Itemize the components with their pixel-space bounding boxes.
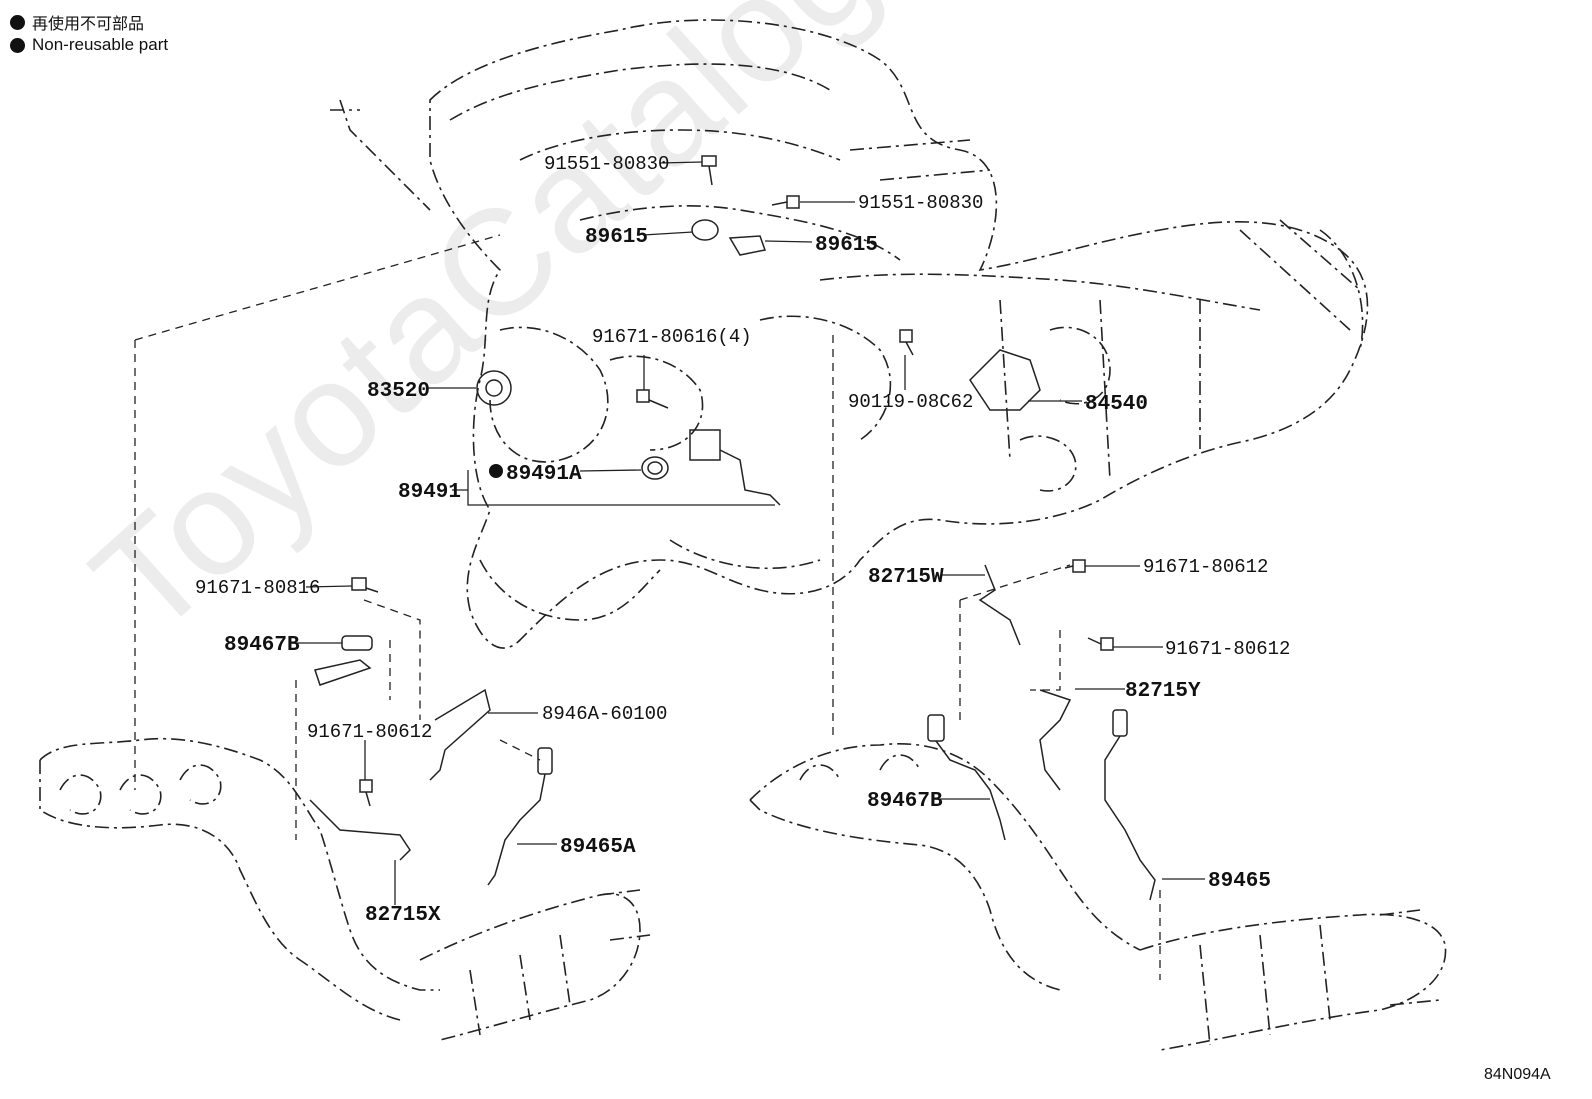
left-catalytic-converter [419, 889, 651, 1041]
label-90119-08c62: 90119-08C62 [848, 391, 973, 413]
label-91671-80612-upper: 91671-80612 [1143, 556, 1268, 578]
legend-english: Non-reusable part [10, 35, 168, 55]
right-catalytic-converter [1139, 909, 1447, 1051]
right-exhaust-manifold [749, 742, 1141, 991]
label-89467b-right: 89467B [867, 790, 943, 813]
label-89491a: 89491A [506, 463, 582, 486]
label-89465a: 89465A [560, 836, 636, 859]
reference-lines [134, 234, 1161, 980]
label-8946a-60100: 8946A-60100 [542, 703, 667, 725]
label-91671-80616: 91671-80616(4) [592, 326, 752, 348]
leader-lines [292, 161, 1205, 905]
label-82715y: 82715Y [1125, 680, 1201, 703]
label-91671-80612-right: 91671-80612 [1165, 638, 1290, 660]
part-bolts [351, 155, 1114, 807]
dipstick [330, 99, 431, 211]
label-91671-80816: 91671-80816 [195, 577, 320, 599]
label-82715x: 82715X [365, 904, 441, 927]
label-89615-right: 89615 [815, 234, 878, 257]
label-83520: 83520 [367, 380, 430, 403]
label-84540: 84540 [1085, 393, 1148, 416]
diagram-code: 84N094A [1484, 1066, 1551, 1083]
label-91551-80830-top: 91551-80830 [544, 153, 669, 175]
legend-japanese-text: 再使用不可部品 [32, 14, 145, 33]
label-89465: 89465 [1208, 870, 1271, 893]
label-91671-80612-left: 91671-80612 [307, 721, 432, 743]
part-labels: 91551-80830 91551-80830 89615 89615 9167… [195, 153, 1290, 927]
label-91551-80830-right: 91551-80830 [858, 192, 983, 214]
legend-japanese: 再使用不可部品 [10, 10, 144, 34]
engine-outline [429, 19, 1369, 649]
non-reusable-dot-icon [489, 464, 503, 478]
label-82715w: 82715W [868, 566, 944, 589]
non-reusable-dot-icon [10, 14, 25, 30]
left-exhaust-manifold [39, 737, 440, 1021]
part-sensors [309, 219, 1156, 901]
legend-english-text: Non-reusable part [32, 35, 169, 54]
non-reusable-dot-icon [10, 37, 25, 53]
label-89491: 89491 [398, 481, 461, 504]
label-89615-left: 89615 [585, 226, 648, 249]
label-89467b-left: 89467B [224, 634, 300, 657]
